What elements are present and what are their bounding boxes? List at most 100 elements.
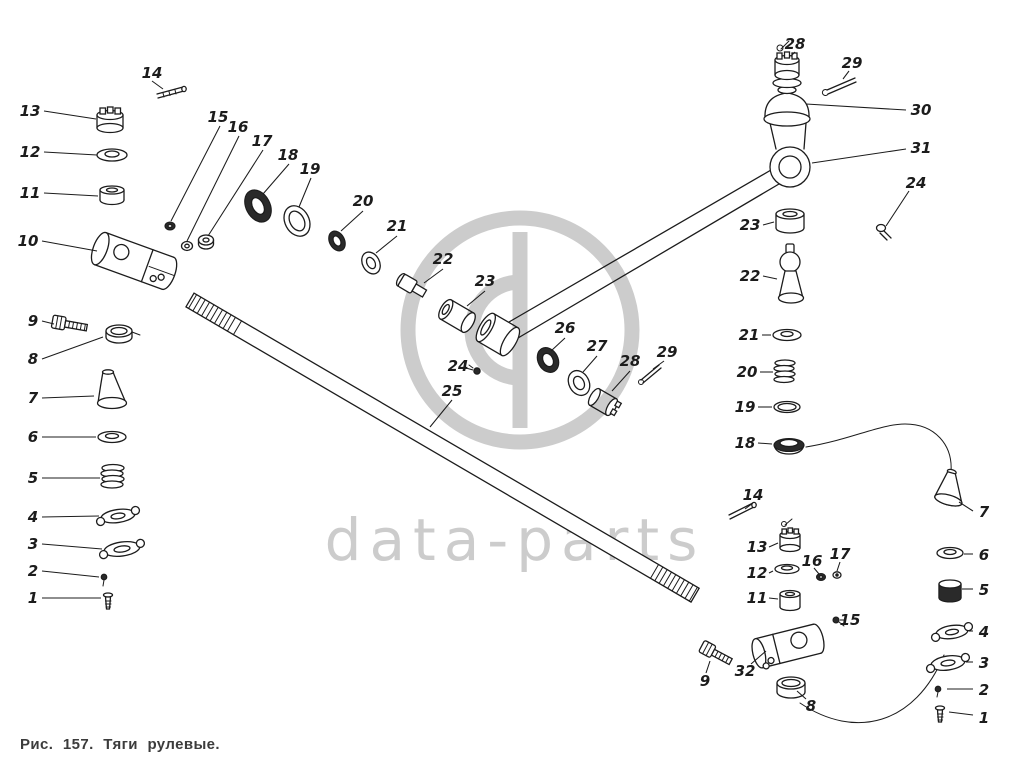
leader-line [768,597,779,600]
part-14-pin-bottom [728,501,757,520]
part-25-tie-rod [185,292,701,603]
figure-caption: Рис. 157. Тяги рулевые. [20,736,220,753]
connector-curve-upper [805,423,952,473]
leader-line [885,190,910,227]
leader-line [768,570,774,574]
leader-line [611,370,631,392]
leader-line [340,210,364,232]
part-11-bushing-left [99,185,125,206]
leader-line [423,268,444,284]
part-2-rivet-bottom-right [934,685,942,698]
part-26-seal-ring [536,347,560,373]
leader-line [41,395,95,399]
leader-line [550,337,566,352]
part-30-ball-joint-housing [763,77,811,127]
part-27-washer-mid [567,369,591,397]
leader-line [762,275,778,280]
leader-line [757,442,773,445]
part-17-washer-small-bottom [832,571,842,579]
leader-line [43,110,97,120]
part-6-washer-left [97,430,127,444]
part-12-washer-left [96,148,128,162]
connector-curve-lower [799,654,945,724]
part-13-castle-nut-left [96,106,124,134]
leader-line [207,149,264,237]
leader-line [958,501,974,512]
part-11-bushing-bottom [779,589,801,612]
leader-line [41,336,104,360]
leader-line [262,163,290,195]
leader-line [768,542,779,548]
part-5-cup-bottom-right [938,579,962,603]
leader-line [465,367,474,371]
leader-line [790,51,796,57]
part-16-washer-small-bottom [815,572,827,582]
part-17-nut [197,234,215,250]
leader-line [41,320,55,325]
leader-line [186,135,240,242]
part-5-spring-left [100,463,125,489]
part-9-clamp-bolt-left [50,314,89,332]
leader-line [836,561,841,572]
part-20-spring-right [773,359,796,384]
leader-line [41,515,100,518]
leader-line [41,570,100,578]
part-12-washer-bottom [774,563,800,575]
leader-line [375,235,398,254]
part-19-ring-top [283,205,311,237]
part-29-cotter-pin-mid [638,364,662,385]
part-8-clamp-ring-bottom [776,676,806,699]
leader-line [151,80,164,90]
part-4-flange-bottom-right [930,622,974,642]
part-31-drag-link [508,122,811,339]
leader-line [429,399,453,428]
leader-line [298,177,312,208]
part-7-ball-stud-bottom-right [934,468,963,507]
part-15-lock-washer [164,221,176,231]
part-22-pin-mid [395,272,428,298]
part-21-washer-right [772,328,802,342]
part-29-cotter-pin-top [821,77,857,97]
part-7-ball-stud-left [96,369,128,410]
part-23-bushing-mid [438,298,476,334]
part-18-seal-ring-top [244,189,272,223]
leader-line [43,151,98,156]
part-24-bolt-top-right [875,223,892,241]
part-22-ball-stud-right [777,243,805,304]
leader-line [811,148,907,164]
leader-line [43,192,99,197]
part-18-cup-right [773,437,805,455]
leader-line [41,543,103,550]
part-4-flange-left [95,505,141,527]
part-8-clamp-ring-left [105,324,141,344]
leader-line [744,502,754,510]
part-16-washer-small [180,240,194,252]
leader-line [805,103,907,111]
part-14-pin-top [156,85,187,99]
leader-line [705,660,711,674]
leader-line [582,355,598,373]
part-28-castle-nut-top [774,40,800,81]
leader-line [948,711,974,716]
part-3-flange-bottom-right [925,652,971,674]
leader-line [842,70,850,80]
leader-line [750,650,767,665]
part-24-bolt-mid [468,364,481,375]
part-1-screw-bottom-right [934,705,946,723]
leader-line [41,240,98,252]
leader-line [796,690,807,700]
leader-lines [41,51,974,716]
part-10-clamp-end [90,231,178,291]
part-13-castle-nut-bottom [779,518,801,553]
leader-line [466,290,486,307]
leader-line [170,125,221,222]
part-15-bolt-end-bottom [832,616,845,627]
part-32-clamp-end-bottom [751,623,825,670]
leader-line [652,360,665,370]
part-28-castle-nut-mid [587,387,623,417]
leader-line [762,221,775,226]
part-19-ring-right [773,400,801,414]
part-2-rivet-left [100,573,108,587]
